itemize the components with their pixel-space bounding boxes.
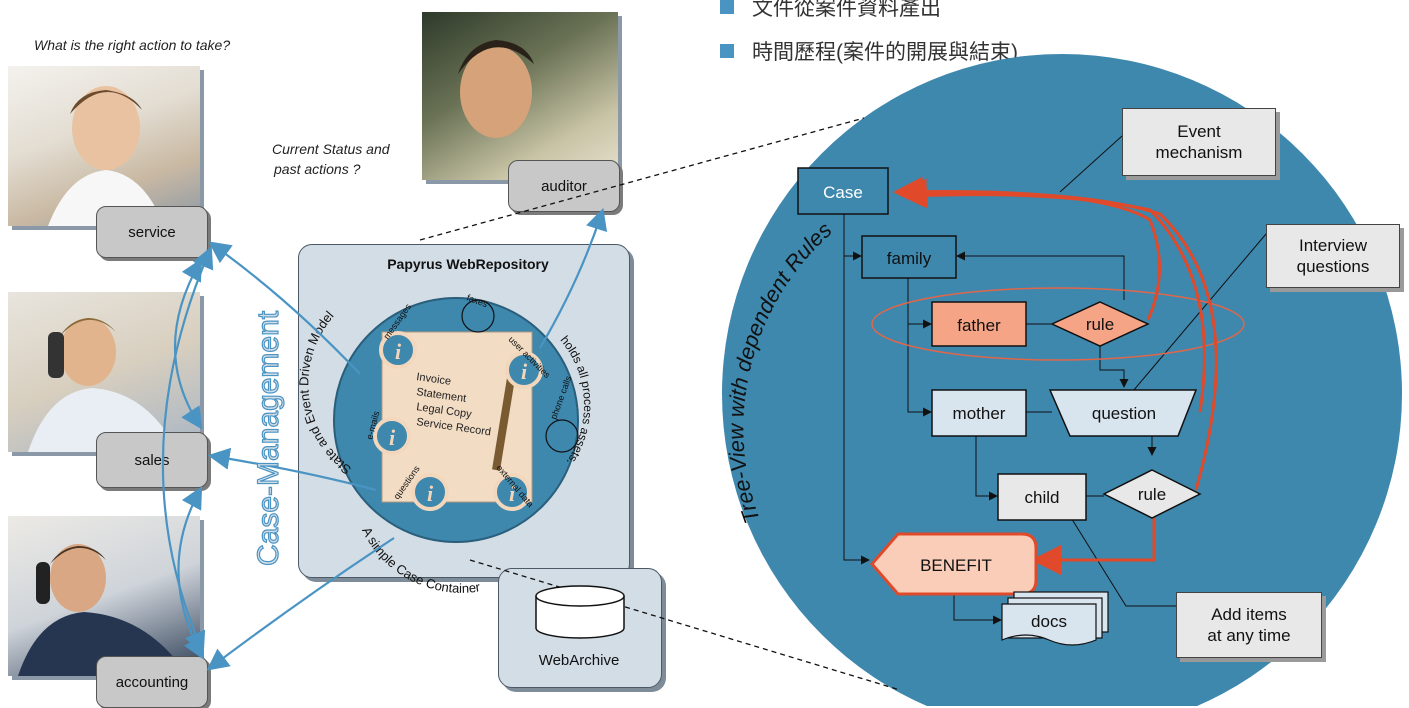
info-icon: i [373,417,411,455]
benefit-node-label: BENEFIT [920,556,992,575]
callout-line: Event [1177,121,1221,141]
interview-connector [1121,233,1267,405]
rule1-node[interactable] [1050,301,1150,347]
faxes-ring-icon [461,299,495,333]
sales-person-photo [8,292,200,452]
rule2-node-label: rule [1138,485,1166,504]
case-benefit-link [843,214,870,565]
database-cylinder-icon [535,585,625,639]
add-items-callout: Add items at any time [1176,592,1322,658]
benefit-docs-link [953,586,1002,625]
rule-family-link [956,251,1125,300]
add-items-connector [1059,499,1176,607]
service-accounting-link [161,245,214,655]
child-node-label: child [1025,488,1060,507]
mother-child-link [975,436,998,501]
person-icon [458,40,534,138]
mother-node-label: mother [953,404,1006,423]
interview-questions-callout: Interview questions [1266,224,1400,288]
rule-question-link [1099,344,1129,388]
bullet-item-timeline: 時間歷程(案件的開展與結束) [720,36,1018,66]
docs-node-label: docs [1031,612,1067,631]
right-action-question: What is the right action to take? [34,37,231,53]
pen-icon [492,371,516,471]
case-node-label: Case [823,183,863,202]
callout-line: mechanism [1155,143,1243,162]
svg-text:i: i [509,481,516,506]
case-management-label: Case-Management [252,310,285,566]
child-node[interactable] [997,473,1087,521]
bullet-square-icon [720,0,734,14]
event-connector [1059,135,1123,193]
doc-line-invoice: Invoice [416,371,452,388]
rule2-benefit-arrow [1031,518,1156,575]
bullet-text: 時間歷程(案件的開展與結束) [752,41,1018,64]
zoom-line-bottom [469,559,901,691]
auditor-role-box[interactable]: auditor [508,160,620,212]
repository-service-link [208,241,361,375]
status-question-line2: past actions ? [274,161,361,177]
info-icon: i [379,331,417,369]
rule2-node[interactable] [1102,469,1202,519]
web-repository-title: Papyrus WebRepository [387,256,549,272]
case-node[interactable] [797,167,889,215]
repository-sales-link [207,447,377,492]
family-mother-link [907,324,932,417]
service-person-photo [8,66,200,226]
zoom-line-top [419,117,865,241]
auditor-person-photo [422,12,618,180]
svg-text:i: i [521,359,528,384]
family-node-label: family [887,249,932,268]
info-icon: i [411,473,449,511]
bullet-item-documents: 文件從案件資料產出 [720,0,941,22]
bullet-square-icon [720,44,734,58]
question-node[interactable] [1048,389,1198,437]
info-icon: i [505,351,543,389]
svg-text:i: i [395,339,402,364]
callout-line: Interview [1298,235,1368,255]
sales-accounting-link [177,486,205,660]
svg-text:i: i [427,481,434,506]
person-icon [48,86,164,226]
accounting-role-box[interactable]: accounting [96,656,208,708]
callout-line: at any time [1207,626,1291,645]
mother-node[interactable] [931,389,1027,437]
event-mechanism-callout: Event mechanism [1122,108,1276,176]
callout-line: Add items [1211,604,1287,624]
status-question-line1: Current Status and [272,141,390,157]
family-node[interactable] [861,235,957,279]
father-node[interactable] [931,301,1027,347]
question-node-label: question [1092,404,1156,423]
rule2-case-arrow [897,178,1218,491]
docs-node[interactable] [1001,591,1109,646]
phone-calls-ring-icon [545,419,579,453]
rule-scope-ellipse [871,287,1245,361]
bullet-text: 文件從案件資料產出 [752,0,941,20]
web-archive-label: WebArchive [538,652,620,669]
question-case-arrow [909,193,1206,413]
rule1-node-label: rule [1086,315,1114,334]
repository-auditor-link [539,207,608,349]
father-node-label: father [957,316,1001,335]
callout-line: questions [1296,257,1370,276]
svg-text:i: i [389,425,396,450]
repository-accounting-link [206,537,395,671]
info-icon: i [493,473,531,511]
